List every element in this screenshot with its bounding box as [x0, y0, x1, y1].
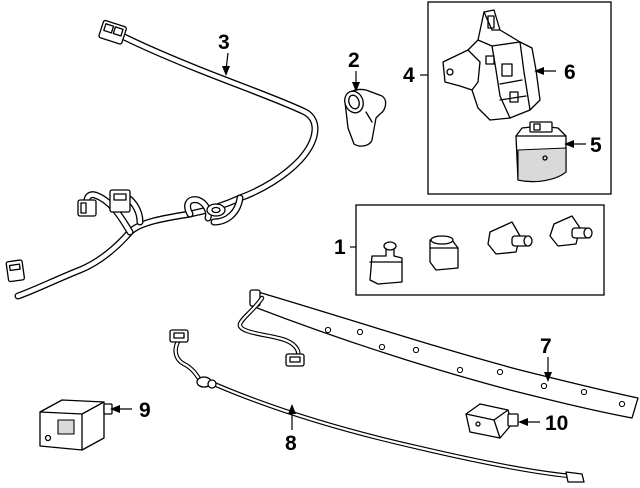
- callout-10: 10: [545, 412, 568, 435]
- callout-9: 9: [139, 399, 151, 422]
- wiring-harness[interactable]: [5, 19, 319, 300]
- control-module[interactable]: [39, 399, 113, 451]
- parking-sensor[interactable]: [342, 88, 387, 147]
- connector-module[interactable]: [465, 403, 519, 439]
- retainer-group-frame: [355, 204, 605, 296]
- sensor-module[interactable]: [515, 121, 567, 183]
- callout-7: 7: [540, 335, 552, 358]
- bumper-reinforcement-strip[interactable]: [249, 289, 639, 419]
- callout-5: 5: [590, 134, 602, 157]
- callout-2: 2: [348, 49, 360, 72]
- strip-pigtail[interactable]: [237, 295, 305, 367]
- callout-6: 6: [564, 61, 576, 84]
- callout-3: 3: [218, 31, 230, 54]
- bracket-group-frame: [427, 1, 612, 195]
- callout-4: 4: [403, 64, 415, 87]
- push-retainer-set[interactable]: [369, 215, 593, 285]
- callout-1: 1: [334, 236, 346, 259]
- callout-8: 8: [285, 432, 297, 455]
- antenna-cable[interactable]: [169, 329, 585, 483]
- sensor-bracket[interactable]: [442, 9, 541, 121]
